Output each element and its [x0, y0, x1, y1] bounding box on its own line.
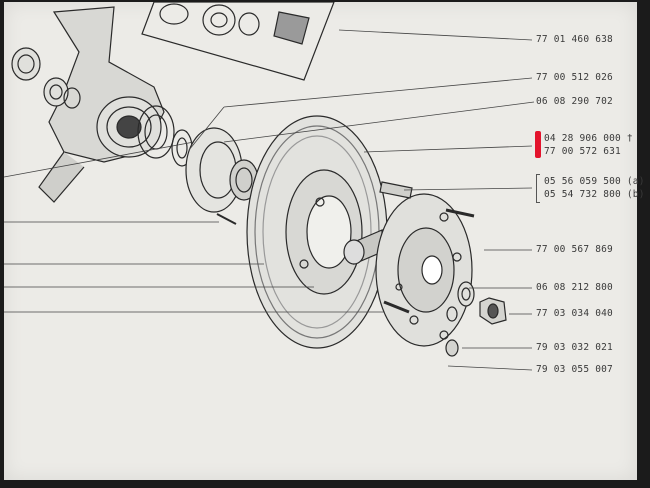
variant-b-label: (b) [626, 189, 645, 200]
part-number-1: 77 01 460 638 [536, 34, 613, 45]
wheel-studs [379, 181, 475, 314]
part-number-10: 77 03 034 040 [536, 308, 613, 319]
bearing-kit-box [141, 2, 335, 81]
part-number-3: 06 08 290 702 [536, 96, 613, 107]
catalog-page: 77 01 460 638 77 00 512 026 06 08 290 70… [4, 2, 644, 480]
part-number-8: 77 00 567 869 [536, 244, 613, 255]
highlight-marker [535, 131, 541, 158]
small-bearings [11, 47, 81, 109]
dagger-mark: † [626, 133, 633, 144]
nut-and-washer [439, 281, 507, 357]
part-number-4-value: 04 28 906 000 [544, 133, 621, 144]
part-number-9: 06 08 212 800 [536, 282, 613, 293]
part-number-5: 77 00 572 631 [544, 146, 621, 157]
leader-lines [4, 29, 535, 371]
variant-a-label: (a) [626, 176, 645, 187]
part-number-7-value: 05 54 732 800 [544, 189, 621, 200]
part-number-4: 04 28 906 000 † [544, 133, 633, 144]
part-number-6: 05 56 059 500 (a) [544, 176, 645, 187]
part-number-6-value: 05 56 059 500 [544, 176, 621, 187]
part-number-12: 79 03 055 007 [536, 364, 613, 375]
exploded-hub-diagram [4, 2, 535, 371]
part-number-2: 77 00 512 026 [536, 72, 613, 83]
bracket-mark [536, 174, 540, 203]
part-number-7: 05 54 732 800 (b) [544, 189, 645, 200]
part-number-11: 79 03 032 021 [536, 342, 613, 353]
brake-disc [216, 115, 388, 349]
